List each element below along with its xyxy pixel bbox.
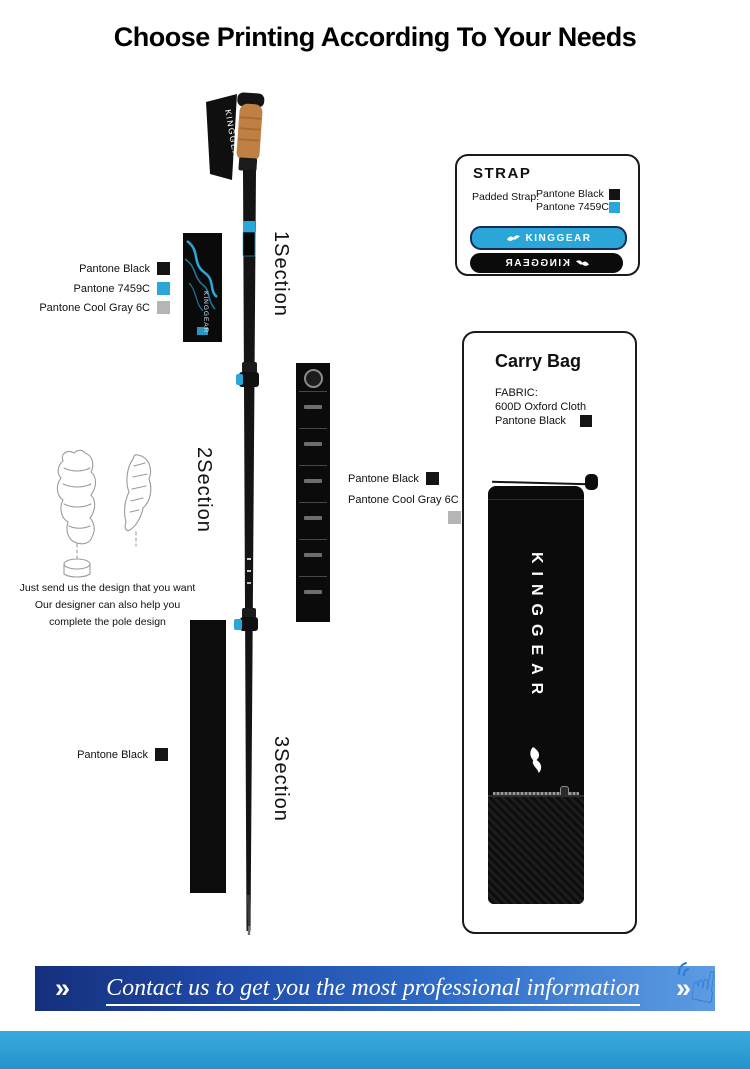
strap-panel: STRAP Padded Strap: Pantone Black Panton… [455,154,640,276]
strap-black-preview: KINGGEAR [470,253,623,273]
grip-sticker-design: KINGGEAR [184,239,218,335]
grip-swatch-row-gray: Pantone Cool Gray 6C [28,301,170,314]
color-swatch [609,188,620,200]
bag-brand-text: KINGGEAR [528,552,545,703]
strap-brand-text-mirrored: KINGGEAR [503,257,570,269]
design-note-line-3: complete the pole design [49,615,166,628]
flip-lock-lower [234,608,258,631]
banner-text-underlined: Contact us to get you the most professio… [106,975,640,1006]
grip-sketches [56,449,152,578]
strap-swatch-row-black: Pantone Black [536,188,620,200]
strip-segment [296,539,330,576]
color-swatch [157,282,170,295]
color-swatch [155,748,168,761]
bird-logo-icon [575,260,589,266]
padded-strap-label: Padded Strap: [472,191,540,203]
swatch-label: Pantone Black [536,188,604,200]
carry-bag-title: Carry Bag [495,351,582,371]
swatch-label: Pantone Black [79,262,150,275]
color-swatch [609,201,620,213]
bag-swatch-row-black: Pantone Black [495,415,592,427]
strap-panel-title: STRAP [473,165,532,182]
banner-text: Contact us to get you the most professio… [70,975,676,1006]
grip-sticker-zoom: KINGGEAR [183,233,222,342]
fabric-value: 600D Oxford Cloth [495,401,587,413]
grip-swatch-row-black: Pantone Black [28,262,170,275]
color-swatch [448,511,461,524]
shaft-markings [247,558,251,584]
strap-brand-text: KINGGEAR [525,232,592,244]
bag-body: KINGGEAR [488,486,584,904]
swatch-label: Pantone Black [77,748,148,761]
design-note-line-1: Just send us the design that you want [19,582,196,594]
strip-segment [296,428,330,465]
bird-logo-icon [506,235,520,241]
color-swatch [425,472,439,485]
swatch-label: Pantone 7459C [536,201,609,213]
lower-bar-zoom [190,620,226,893]
carry-bag-illustration: KINGGEAR [488,473,608,905]
page-title: Choose Printing According To Your Needs [113,22,637,52]
strip-segment [296,576,330,613]
carry-bag-panel: Carry Bag FABRIC: 600D Oxford Cloth Pant… [462,331,637,934]
strip-segment [296,391,330,428]
bottom-strip [0,1031,750,1069]
click-arcs-icon [677,962,689,976]
section-label-3: 3Section [270,736,292,822]
bag-zipper [493,792,579,795]
chevron-right-icon: » [675,973,691,1003]
pole-wrist-strap: KINGGEAR [206,94,243,180]
mid-swatch-row-black: Pantone Black [348,472,439,485]
strap-blue-preview: KINGGEAR [470,226,627,250]
strip-logo-badge [303,369,323,388]
strap-swatch-row-blue: Pantone 7459C [536,201,620,213]
swatch-label: Pantone Cool Gray 6C [39,301,150,314]
pole-shaft-sticker [242,221,256,257]
swatch-label: Pantone Black [348,472,419,485]
design-note: Just send us the design that you want Ou… [5,580,210,630]
color-swatch [157,262,170,275]
lower-swatch-row-black: Pantone Black [40,748,168,761]
flip-lock-upper [236,362,259,387]
swatch-label: Pantone 7459C [73,282,150,295]
color-swatch [579,415,592,427]
pole-grip [236,92,265,172]
swatch-label: Pantone Cool Gray 6C [348,494,459,506]
sticker-brand-text: KINGGEAR [202,291,209,333]
strip-segment [296,465,330,502]
section-label-1: 1Section [270,231,292,317]
design-note-line-2: Our designer can also help you [34,598,181,611]
bag-bird-logo-icon [530,747,542,773]
swatch-label: Pantone Black [495,415,566,427]
fabric-label: FABRIC: [495,387,538,399]
section-label-2: 2Section [193,447,215,533]
drawstring-toggle [585,474,598,490]
mirrored-brand-wrap: KINGGEAR [504,258,590,269]
grip-swatch-row-blue: Pantone 7459C [28,282,170,295]
chevron-right-icon: » [55,973,71,1003]
color-swatch [157,301,170,314]
bag-mesh-pocket [488,795,584,904]
contact-banner[interactable]: » Contact us to get you the most profess… [35,966,715,1011]
pole-shaft [243,170,256,931]
strip-segment [296,502,330,539]
bag-hem [488,486,584,500]
trekking-pole-illustration: KINGGEAR [206,92,265,935]
pole-tip [246,895,251,935]
drawstring-cord [491,480,589,486]
mid-detail-strip [296,363,330,622]
